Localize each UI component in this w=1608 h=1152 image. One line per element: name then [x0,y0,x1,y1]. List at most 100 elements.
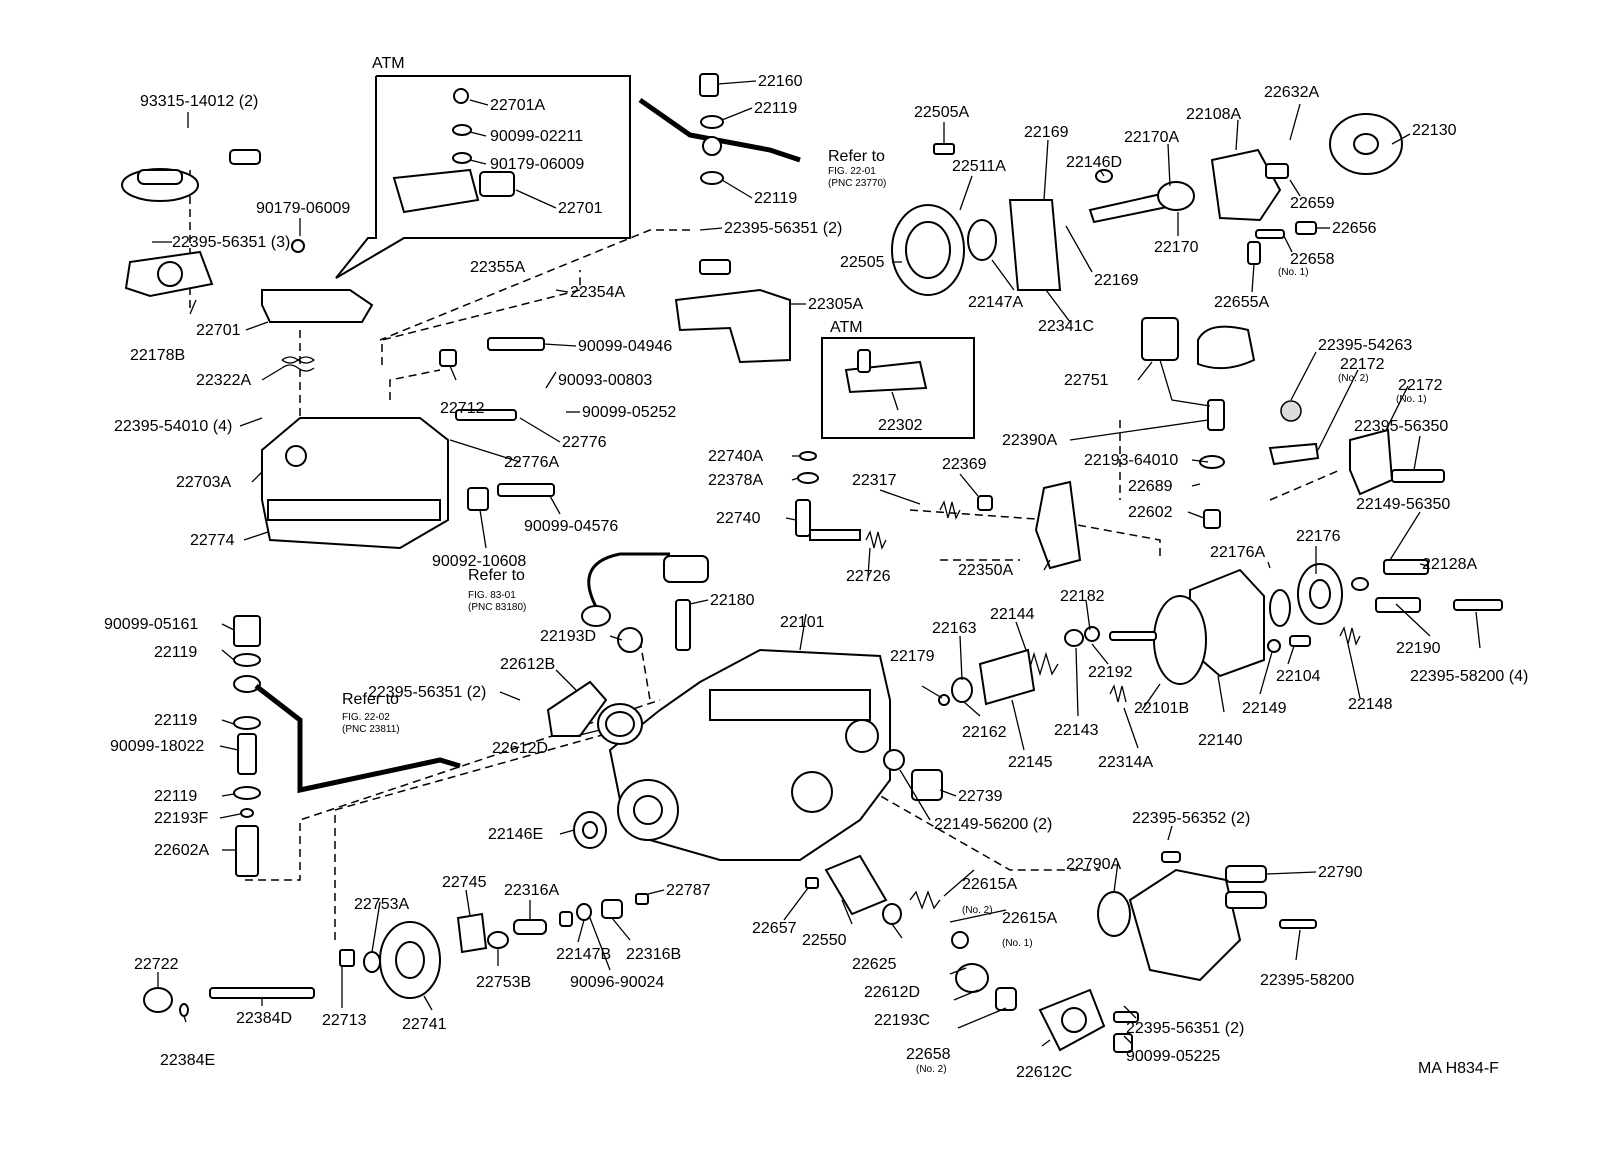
part-plate-22130 [1329,113,1403,175]
part-bolts-right [1199,455,1503,613]
part-label: 90093-00803 [558,372,652,389]
ref-2-fig: FIG. 83-01 [468,590,516,601]
sub-notes: (No. 1) (No. 2) (No. 1) (No. 2) (No. 1) … [916,267,1427,1075]
part-label: 22790 [1318,864,1363,881]
part-cover-22703a [261,417,449,550]
part-seal-22146e [573,811,607,849]
part-label: 22119 [154,788,197,805]
part-label: 22612D [492,740,548,757]
part-label: 22143 [1054,722,1099,739]
part-label: 22658 [906,1046,951,1063]
part-spring-22322a [281,356,316,372]
part-label: 22148 [1348,696,1393,713]
atm-box-upper-label: ATM [372,55,405,72]
leader-lines [152,80,1481,1047]
part-label: 22149-56200 (2) [934,816,1052,833]
part-springs-right [938,626,1361,706]
part-label: 22169 [1094,272,1139,289]
part-label: 22305A [808,296,863,313]
part-label: 22753B [476,974,531,991]
part-label: 22144 [990,606,1035,623]
part-sensor-22751 [1141,317,1256,431]
part-label: 22701A [490,97,545,114]
part-label: 22395-56351 (2) [1126,1020,1244,1037]
part-label: 22659 [1290,195,1335,212]
part-label: 22615A [1002,910,1057,927]
part-atm-lever [392,88,515,214]
part-bottom-left-gear [339,893,649,999]
part-label: 90099-18022 [110,738,204,755]
part-label: 22658 [1290,251,1335,268]
part-label: 22108A [1186,106,1241,123]
part-piston-22550 [805,854,1017,1011]
part-label: 22101 [780,614,825,631]
part-label: 22314A [1098,754,1153,771]
note-22172-no2: (No. 2) [1338,373,1369,384]
ref-3-pnc: (PNC 23811) [342,724,400,735]
part-label: 22101B [1134,700,1189,717]
part-callouts: 93315-14012 (2) 22395-56351 (3) 22178B 9… [104,73,1528,1081]
part-label: 90179-06009 [256,200,350,217]
part-label: 22615A [962,876,1017,893]
ref-1-fig: FIG. 22-01 [828,166,876,177]
part-label: 22145 [1008,754,1053,771]
part-label: 22163 [932,620,977,637]
part-label: 22689 [1128,478,1173,495]
part-label: 22169 [1024,124,1069,141]
note-22658-no1: (No. 1) [1278,267,1309,278]
part-label: 22302 [878,417,923,434]
part-label: 22170A [1124,129,1179,146]
part-label: 22316B [626,946,681,963]
part-label: 22176A [1210,544,1265,561]
part-label: 22104 [1276,668,1321,685]
part-label: 22776 [562,434,607,451]
part-pulley-22505 [891,143,1062,296]
part-head-22140 [1153,563,1343,685]
part-label: 22625 [852,956,897,973]
diagram-code: MA H834-F [1418,1060,1499,1077]
part-label: 90096-90024 [570,974,664,991]
part-bracket-22172 [1268,400,1394,496]
part-shaft-22170 [1088,169,1195,224]
reference-notes: Refer to FIG. 22-01 (PNC 23770) Refer to… [342,148,886,735]
part-label: 22146D [1066,154,1122,171]
part-label: 90099-05225 [1126,1048,1220,1065]
part-label: 22511A [952,158,1006,175]
part-valve-22612c [1038,988,1139,1053]
part-label: 22395-56351 (3) [172,234,290,251]
part-pipe-upper [638,73,801,185]
part-pump-body-22101 [608,648,891,861]
part-lever-22701 [261,239,374,323]
part-label: 22119 [754,190,797,207]
part-label: 22178B [130,347,185,364]
part-label: 22395-56351 (2) [724,220,842,237]
note-22615a-no2: (No. 2) [962,905,993,916]
part-fitting-22739 [883,749,943,801]
part-label: 22612B [500,656,555,673]
part-label: 22119 [754,100,797,117]
part-label: 22179 [890,648,935,665]
part-small-22656-22658 [1247,221,1317,265]
part-label: 22741 [402,1016,447,1033]
ref-2-title: Refer to [468,567,525,584]
part-label: 22602 [1128,504,1173,521]
part-label: 22701 [196,322,241,339]
part-label: 22146E [488,826,543,843]
ref-3-title: Refer to [342,691,399,708]
part-label: 90179-06009 [490,156,584,173]
part-label: 22147B [556,946,611,963]
part-solenoid-assembly [121,149,261,202]
part-label: 22776A [504,454,559,471]
part-label: 22655A [1214,294,1269,311]
part-label: 22170 [1154,239,1199,256]
part-label: 22190 [1396,640,1441,657]
part-label: 22316A [504,882,559,899]
note-22615a-no1: (No. 1) [1002,938,1033,949]
assembly-lines [189,170,1341,940]
part-label: 90099-02211 [490,128,583,145]
part-label: 22395-54010 (4) [114,418,232,435]
part-label: 22632A [1264,84,1319,101]
part-label: 22787 [666,882,711,899]
part-label: 22176 [1296,528,1341,545]
